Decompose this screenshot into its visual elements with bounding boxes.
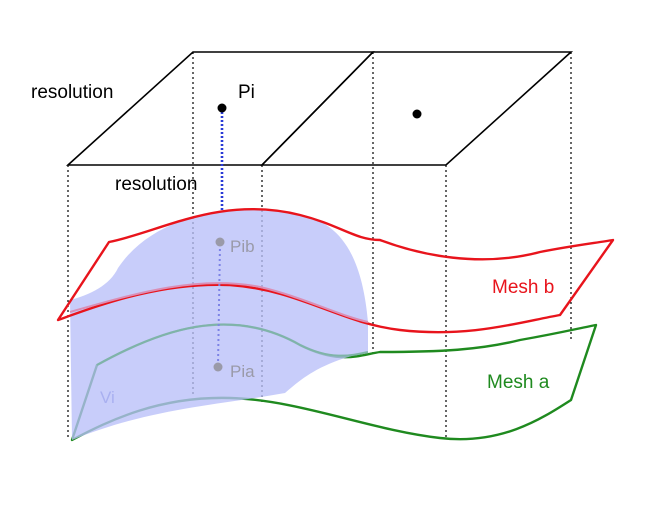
grid-cell-right — [260, 51, 574, 166]
resolution-side-label: resolution — [115, 174, 197, 195]
pia-label: Pia — [230, 362, 255, 381]
probe-line-lower — [217, 243, 221, 367]
point-pia — [213, 362, 223, 372]
point-pi — [217, 103, 227, 113]
resolution-top-label: resolution — [31, 82, 113, 103]
top-grid — [65, 51, 574, 166]
mesh-a-label: Mesh a — [487, 372, 550, 393]
point-pib — [215, 237, 225, 247]
pib-label: Pib — [230, 237, 255, 256]
mesh-a-inner-edge — [96, 323, 369, 366]
point-second-cell — [412, 109, 422, 119]
pi-label: Pi — [238, 82, 255, 103]
mesh-b-label: Mesh b — [492, 277, 554, 298]
mesh-b-surface — [56, 207, 615, 334]
mesh-b-inner-edge — [69, 282, 369, 323]
vi-label: Vi — [100, 388, 115, 407]
